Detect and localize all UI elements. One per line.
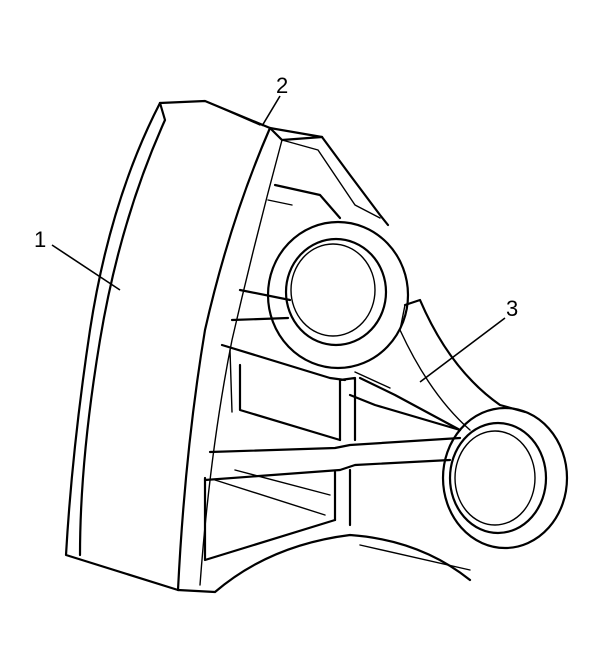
lower-boss: [441, 406, 569, 550]
bracket-arm: [354, 298, 527, 432]
bracket-outer-face: [64, 99, 324, 592]
leader-2: [261, 95, 281, 127]
callout-3: 3: [506, 296, 518, 321]
bracket-body: [176, 126, 472, 594]
leader-lines: [51, 95, 506, 383]
upper-boss: [266, 220, 410, 370]
callout-2: 2: [276, 73, 288, 98]
leader-1: [51, 244, 121, 291]
internal-ribs: [203, 183, 471, 571]
leader-3: [419, 317, 506, 383]
callout-1: 1: [34, 227, 46, 252]
